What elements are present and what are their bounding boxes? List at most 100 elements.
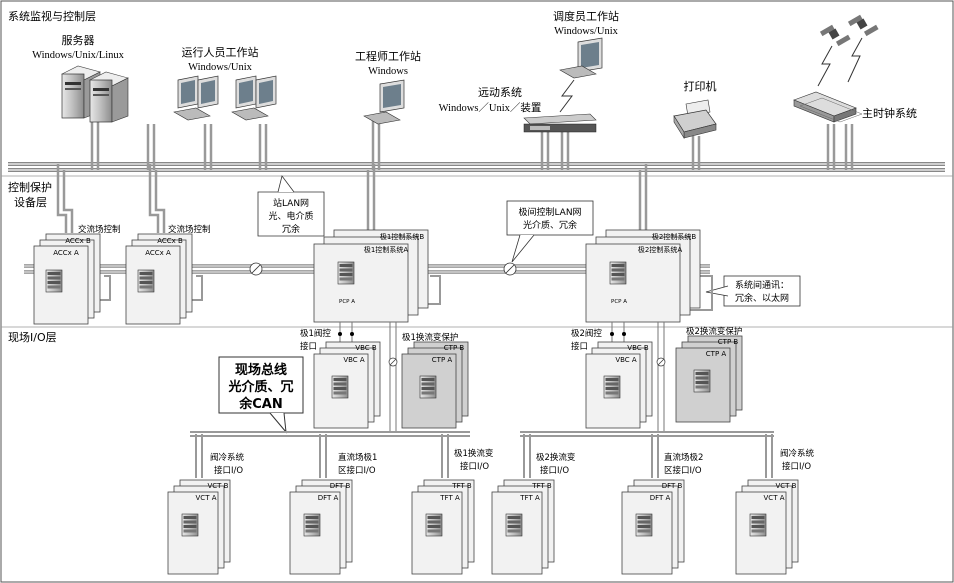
valve-cooling-2-unit: 阀冷系统 接口I/O VCT B VCT A [735,448,815,575]
tf2-label-2: 接口I/O [540,465,569,476]
rack-icon [303,513,321,537]
pole1-valve-label-2: 接口 [300,341,317,352]
dft-a-label: DFT A [650,494,671,502]
dispatcher-label: 调度员工作站 [553,9,619,23]
vbc-b-label: VBC B [355,344,377,352]
dft-a-label: DFT A [318,494,339,502]
cool2-label-1: 阀冷系统 [780,448,815,459]
rack-icon [749,513,767,537]
vbc-b-label: VBC B [627,344,649,352]
vct-b-label: VCT B [776,482,797,490]
server-os-label: Windows/Unix/Linux [32,50,124,61]
cool1-label-2: 接口I/O [214,465,243,476]
valve-cooling-1-unit: 阀冷系统 接口I/O VCT B VCT A [167,452,245,575]
tft-a-label: TFT A [519,494,540,502]
pole2-a-label: 极2控制系统A [638,245,682,254]
accx-a-label: ACCx A [53,249,79,257]
engineer-os-label: Windows [368,66,408,77]
engineer-workstation: 工程师工作站 Windows [355,49,421,125]
station-lan-text-2: 光、电介质 [268,210,313,222]
layer-label-mid-1: 控制保护 [8,180,52,194]
pole2-b-label: 极2控制系统B [652,232,696,241]
rack-icon [331,375,349,399]
fieldbus-text-3: 余CAN [238,396,282,412]
tf2-label-1: 极2换流变 [536,452,576,463]
layer-label-top: 系统监视与控制层 [8,9,96,23]
dcf1-label-1: 直流场极1 [338,452,377,463]
pole1-ctp: 极1换流变保护 CTP B CTP A [401,332,469,429]
intersystem-text-1: 系统间通讯： [735,279,789,291]
pole-lan-text-2: 光介质、冗余 [523,219,577,231]
accx-b-label: ACCx B [65,237,91,245]
dc-field-pole1-unit: 直流场极1 区接口I/O DFT B DFT A [289,452,377,575]
cool2-label-2: 接口I/O [782,461,811,472]
monitor-icon [559,37,603,79]
acc-unit-1: ACCx B ACCx A 交流场控制 [33,224,121,325]
pole2-vbc: 极2阀控 接口 VBC B VBC A [571,328,653,429]
pole1-b-label: 极1控制系统B [380,232,424,241]
pole2-valve-label-1: 极2阀控 [571,328,602,339]
lightning-link-icon [559,79,575,113]
master-clock-label: 主时钟系统 [862,106,917,120]
pole2-transformer-unit: 极2换流变 接口I/O TFT B TFT A [491,452,576,575]
pole1-ct-label: 极1换流变保护 [402,332,458,343]
pole2-valve-label-2: 接口 [571,341,588,352]
telecontrol-device-icon [523,113,597,133]
ctp-a-label: CTP A [432,356,453,364]
ctp-b-label: CTP B [444,344,465,352]
printer-label: 打印机 [684,79,717,93]
rack-icon [419,375,437,399]
pole2-ctp: 极2换流变保护 CTP B CTP A [675,326,742,423]
dft-b-label: DFT B [330,482,351,490]
operator-os-label: Windows/Unix [188,62,252,73]
server-label: 服务器 [62,34,95,47]
pole-lan-text-1: 极间控制LAN网 [518,206,581,218]
fieldbus-text-2: 光介质、冗 [227,379,293,395]
dispatcher-os-label: Windows/Unix [554,26,618,37]
pole2-ct-label: 极2换流变保护 [686,326,742,337]
satellite-icon [847,14,879,37]
dc-field-pole2-unit: 直流场极2 区接口I/O DFT B DFT A [621,452,703,575]
ac-control-label: 交流场控制 [78,224,121,235]
telecontrol-label: 远动系统 [478,86,522,99]
station-lan-text-3: 冗余 [282,223,300,235]
satellite-icon [819,24,851,47]
dft-b-label: DFT B [662,482,683,490]
rack-icon [181,513,199,537]
ctp-b-label: CTP B [718,338,739,346]
vbc-a-label: VBC A [615,356,637,364]
intersystem-callout: 系统间通讯： 冗余、以太网 [705,275,801,307]
master-clock-group: 主时钟系统 [793,14,917,123]
monitor-icon [363,79,405,125]
rack-icon [693,369,711,393]
fieldbus-text-1: 现场总线 [235,362,287,378]
clock-device-icon [793,91,863,123]
layer-label-mid-2: 设备层 [14,195,47,209]
layer-label-bottom: 现场I/O层 [8,330,57,344]
tft-a-label: TFT A [439,494,460,502]
intersystem-text-2: 冗余、以太网 [735,292,789,304]
control-drops [56,164,648,233]
vct-a-label: VCT A [764,494,785,502]
tft-b-label: TFT B [531,482,552,490]
dispatcher-workstation: 调度员工作站 Windows/Unix [553,9,619,113]
station-lan-text-1: 站LAN网 [273,197,309,209]
operator-workstations: 运行人员工作站 Windows/Unix [173,45,277,121]
pole1-valve-label-1: 极1阀控 [300,328,331,339]
pcp-a-label: PCP A [611,299,627,305]
telecontrol-system: 远动系统 Windows／Unix／装置 [439,86,597,133]
ctp-a-label: CTP A [706,350,727,358]
vct-b-label: VCT B [208,482,229,490]
accx-b-label: ACCx B [157,237,183,245]
server-icon [61,65,129,123]
engineer-label: 工程师工作站 [355,49,421,63]
accx-a-label: ACCx A [145,249,171,257]
rack-icon [137,269,155,293]
rack-icon [603,375,621,399]
rack-icon [45,269,63,293]
pole1-transformer-unit: 极1换流变 接口I/O TFT B TFT A [411,448,494,575]
control-to-io-lines [339,322,665,432]
